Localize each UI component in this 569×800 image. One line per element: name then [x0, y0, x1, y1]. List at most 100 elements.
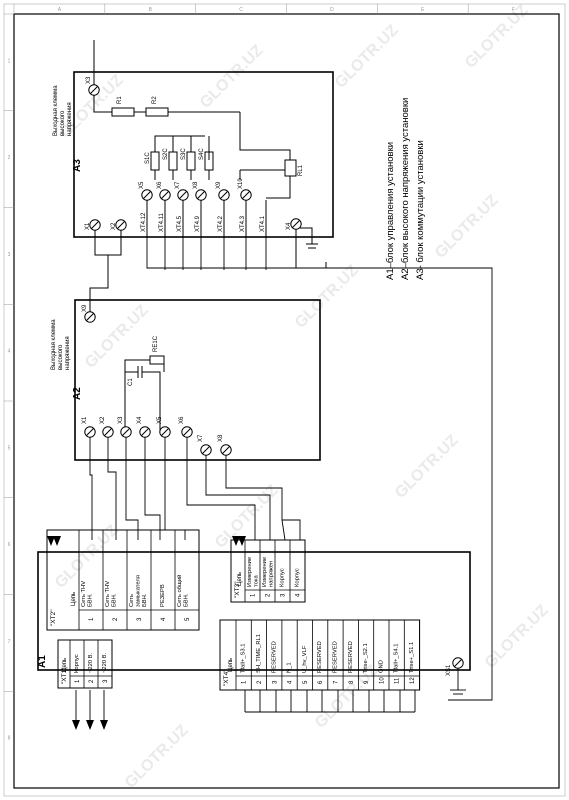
a3-x6-label: X6: [157, 181, 163, 189]
xt1-row-num: 1: [75, 679, 81, 683]
xt2-row-num: 5: [185, 617, 191, 621]
frame-mark-top: A: [58, 7, 62, 13]
watermark-text: GLOTR.UZ: [212, 482, 282, 552]
block-a3: [73, 40, 334, 269]
xt3-row-name: Корпус: [295, 568, 301, 587]
xt2-row-num: 1: [89, 617, 95, 621]
a3-x9-label: X9: [216, 181, 222, 189]
frame-mark-top: B: [149, 7, 153, 13]
a2-labels: А2 Выходная клемма высокого напряжения X…: [51, 304, 224, 442]
legend-a1: А1–блок управления установки: [385, 142, 396, 280]
xt1-row-name: Корпус: [74, 654, 80, 673]
a3-xt4-3-label: XT4.3: [240, 215, 246, 232]
a2-x5-label: X5: [157, 416, 163, 424]
a3-x3-label: X3: [86, 76, 92, 84]
a2-block-label: А2: [72, 387, 83, 400]
a3-r1-label: R1: [117, 96, 123, 104]
a3-x7-label: X7: [175, 181, 181, 189]
xt2-row-num: 2: [113, 617, 119, 621]
a3-x5-label: X5: [139, 181, 145, 189]
xt4-row-num: 2: [257, 680, 263, 684]
xt4-row-name: Tfall+_S3.1: [241, 644, 247, 674]
xt3-row-name: тока: [254, 575, 260, 587]
xt2-row-name: БВН.: [112, 593, 118, 607]
frame-mark-left: 6: [8, 542, 11, 548]
a2-x3-label: X3: [118, 416, 124, 424]
legend: А1–блок управления установки А2–блок выс…: [385, 98, 426, 280]
frame-mark-left: 3: [8, 252, 11, 258]
xt2-row-name: Сеть общий: [176, 575, 183, 607]
xt4-row-num: 3: [272, 680, 278, 684]
watermark-text: GLOTR.UZ: [292, 262, 362, 332]
a3-x1-label: X1: [85, 222, 91, 230]
xt4-row-name: SH_TIME_RL1: [256, 634, 262, 673]
a3-s3c-label: S3C: [181, 148, 187, 160]
xt4-row-name: Trise-_S2.1: [363, 643, 369, 673]
xt2-row-name: Сеть THV: [81, 581, 87, 607]
xt4-row-name: U_hv_VLF: [302, 645, 308, 673]
a3-s4c-label: S4C: [199, 148, 205, 160]
a2-x6-label: X6: [179, 416, 185, 424]
xt4-row-num: 11: [395, 677, 401, 684]
xt4-row-num: 1: [242, 680, 248, 684]
xt2-row-name: замыкателя: [136, 575, 142, 607]
xt3-title: "XT3": [234, 581, 241, 598]
xt2-title: "XT2": [50, 609, 57, 626]
xt4-row-name: GND: [378, 660, 384, 673]
xt3-row-num: 2: [266, 593, 272, 597]
legend-a2: А2–блок высокого напряжения установки: [400, 98, 411, 280]
xt3-row-name: Измерение: [262, 557, 268, 587]
block-a2: [74, 240, 321, 461]
xt1-col-header: Цепь: [62, 658, 68, 672]
xt2-row-name: БВН.: [88, 593, 94, 607]
xt4-row-name: N_1: [287, 662, 293, 673]
a3-labels: А3 Выходная клемма высокого напряжения X…: [53, 76, 304, 232]
a3-s1c-label: S1C: [145, 152, 151, 164]
watermark-text: GLOTR.UZ: [122, 722, 192, 792]
xt3-row-name: Корпус: [280, 568, 286, 587]
xt1-row-num: 3: [103, 679, 109, 683]
xt4-row-num: 10: [379, 677, 385, 684]
xt2-row-name: БВН.: [142, 593, 148, 607]
a3-s2c-label: S2C: [163, 148, 169, 160]
xt2-row-num: 4: [161, 617, 167, 621]
a3-x2-label: X2: [111, 222, 117, 230]
xt4-row-name: RESERVED: [332, 641, 338, 673]
xt4-row-num: 5: [303, 680, 309, 684]
drawing-frame: [3, 3, 566, 797]
a3-x10-label: X10: [238, 178, 244, 189]
xt4-row-name: RESERVED: [348, 641, 354, 673]
xt2-row-name: Сеть THV: [105, 581, 111, 607]
frame-mark-top: E: [421, 7, 425, 13]
xt4-row-name: Trise+_S1.1: [409, 642, 415, 673]
a2-output-label-1: Выходная клемма: [51, 319, 57, 370]
xt3-row-name: напряжен: [269, 561, 275, 587]
frame-mark-left: 1: [8, 58, 11, 64]
frame-mark-left: 7: [8, 639, 11, 645]
xt4-row-num: 7: [333, 680, 339, 684]
a3-output-label-1: Выходная клемма: [53, 85, 59, 136]
xt2-row-name: БВН.: [184, 593, 190, 607]
xt4-table: "XT4"Цепь1Tfall+_S3.12SH_TIME_RL13RESERV…: [219, 619, 421, 691]
xt4-row-num: 8: [349, 680, 355, 684]
a2-x9-label: X9: [82, 304, 88, 312]
watermark-text: GLOTR.UZ: [462, 2, 532, 72]
xt4-row-num: 4: [288, 680, 294, 684]
a3-output-label-3: напряжения: [67, 102, 73, 136]
frame-mark-left: 8: [8, 736, 11, 742]
a2-x4-label: X4: [137, 416, 143, 424]
legend-a3: А3- блок коммутации установки: [415, 140, 426, 280]
xt1-row-name: ~220 В.: [88, 652, 94, 673]
frame-mark-left: 4: [8, 349, 11, 355]
a3-xt4-1-label: XT4.1: [260, 215, 266, 232]
xt4-row-num: 9: [364, 680, 370, 684]
xt4-row-num: 12: [410, 677, 416, 684]
a2-x1-label: X1: [82, 416, 88, 424]
frame-mark-top: D: [330, 7, 334, 13]
frame-mark-left: 5: [8, 445, 11, 451]
xt3-row-num: 1: [251, 593, 257, 597]
a2-x7-label: X7: [198, 434, 204, 442]
xt1-row-name: ~220 В.: [102, 652, 108, 673]
